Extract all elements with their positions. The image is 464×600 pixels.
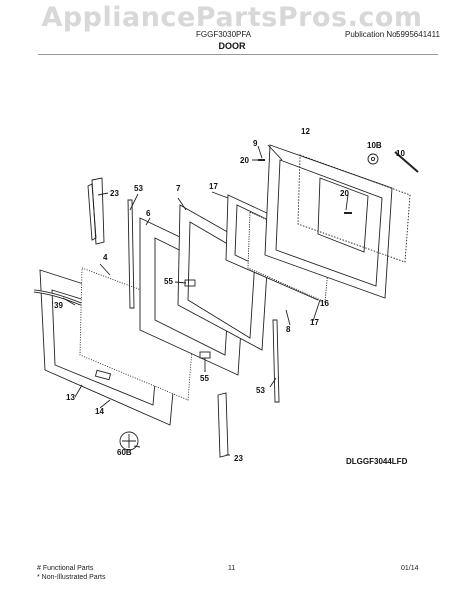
callout-10b: 10B <box>367 141 382 150</box>
callout-4: 4 <box>103 253 108 262</box>
callout-14: 14 <box>95 407 104 416</box>
washer-10b <box>367 153 379 165</box>
screw-60b <box>119 431 139 451</box>
callout-60b: 60B <box>117 448 132 457</box>
side-channel-right <box>272 319 280 403</box>
callout-9: 9 <box>253 139 258 148</box>
door-back-panel <box>264 144 411 299</box>
revision-date: 01/14 <box>401 565 419 572</box>
hinge-right <box>217 392 229 458</box>
callout-7: 7 <box>176 184 181 193</box>
callout-12: 12 <box>301 127 310 136</box>
screw-10 <box>394 151 419 173</box>
callout-17-bottom: 17 <box>310 318 319 327</box>
callout-10: 10 <box>396 149 405 158</box>
callout-53-top: 53 <box>134 184 143 193</box>
callout-13: 13 <box>66 393 75 402</box>
callout-55-bottom: 55 <box>200 374 209 383</box>
callout-17-top: 17 <box>209 182 218 191</box>
diagram-code: DLGGF3044LFD <box>346 457 408 466</box>
callout-6: 6 <box>146 209 151 218</box>
callout-55-top: 55 <box>164 277 173 286</box>
publication-label: Publication No: <box>345 30 399 39</box>
non-illustrated-note: * Non-Illustrated Parts <box>37 574 106 581</box>
callout-23-bottom: 23 <box>234 454 243 463</box>
callout-39: 39 <box>54 301 63 310</box>
page-number: 11 <box>228 565 236 572</box>
callout-53-bottom: 53 <box>256 386 265 395</box>
callout-16: 16 <box>320 299 329 308</box>
section-title: DOOR <box>218 41 246 51</box>
side-channel-left <box>127 199 135 309</box>
model-number: FGGF3030PFA <box>196 30 252 39</box>
watermark: AppliancePartsPros.com <box>41 2 423 33</box>
callout-23-top: 23 <box>110 189 119 198</box>
functional-parts-note: # Functional Parts <box>37 565 94 572</box>
callout-8: 8 <box>286 325 291 334</box>
header-divider <box>38 54 438 55</box>
callout-20-mid: 20 <box>340 189 349 198</box>
publication-number: 5995641411 <box>396 30 440 39</box>
callout-20-top: 20 <box>240 156 249 165</box>
